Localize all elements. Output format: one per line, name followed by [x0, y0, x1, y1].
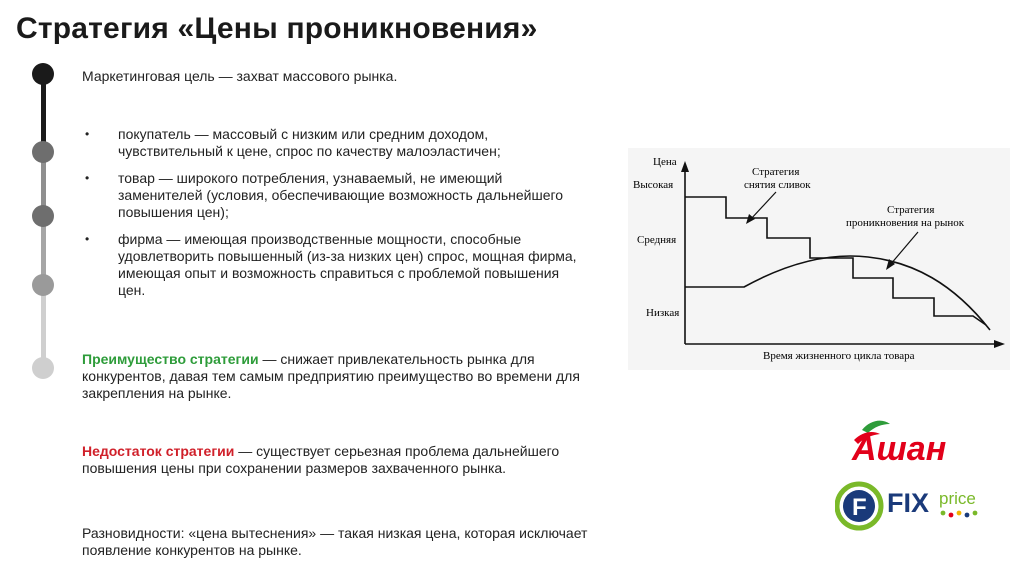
- bullet-marker: •: [85, 232, 90, 246]
- pricing-strategy-diagram: Цена Высокая Средняя Низкая Время жизнен…: [628, 148, 1010, 370]
- fixprice-wordmark: FIX: [887, 488, 929, 518]
- timeline: [30, 60, 56, 390]
- fixprice-dot: [948, 512, 954, 518]
- skimming-label-line1: Стратегия: [752, 166, 799, 178]
- penetration-label-line2: проникновения на рынок: [846, 217, 965, 229]
- disadvantage-heading: Недостаток стратегии: [82, 443, 235, 459]
- bullet-marker: •: [85, 127, 90, 141]
- advantage-text: — снижает привлекательность рынка для ко…: [82, 351, 580, 401]
- auchan-bird-icon: [862, 420, 890, 433]
- fixprice-subtext: price: [939, 489, 976, 508]
- x-axis-arrow-icon: [994, 340, 1005, 348]
- disadvantage-paragraph: Недостаток стратегии — существует серьез…: [82, 443, 612, 477]
- bullet-text: товар — широкого потребления, узнаваемый…: [118, 170, 564, 220]
- bullet-text: покупатель — массовый с низким или средн…: [118, 126, 501, 159]
- marketing-goal: Маркетинговая цель — захват массового ры…: [82, 68, 398, 84]
- bullet-item-firm: • фирма — имеющая производственные мощно…: [82, 231, 582, 299]
- timeline-segment: [41, 214, 46, 276]
- auchan-logo: Ашан: [851, 420, 946, 466]
- slide-title: Стратегия «Цены проникновения»: [16, 12, 538, 45]
- timeline-dot: [32, 274, 54, 296]
- fixprice-dot: [972, 510, 978, 516]
- skimming-price-curve: [685, 196, 987, 326]
- penetration-label-line1: Стратегия: [887, 204, 934, 216]
- bullet-marker: •: [85, 171, 90, 185]
- x-axis-label: Время жизненного цикла товара: [763, 350, 915, 362]
- auchan-bird-icon: [854, 432, 880, 444]
- bullet-list: • покупатель — массовый с низким или сре…: [82, 126, 582, 309]
- penetration-callout-arrow-icon: [886, 259, 895, 270]
- skimming-callout-line: [749, 191, 777, 221]
- advantage-heading: Преимущество стратегии: [82, 351, 259, 367]
- fixprice-dot: [940, 510, 946, 516]
- fixprice-dot: [964, 512, 970, 518]
- y-axis-arrow-icon: [681, 161, 689, 172]
- timeline-segment: [41, 152, 46, 214]
- fixprice-dot: [956, 510, 962, 516]
- timeline-dot: [32, 205, 54, 227]
- timeline-dot: [32, 141, 54, 163]
- penetration-callout-line: [889, 231, 919, 266]
- bullet-text: фирма — имеющая производственные мощност…: [118, 231, 577, 298]
- fixprice-circle-inner: [843, 490, 875, 522]
- y-level-high: Высокая: [633, 179, 673, 191]
- skimming-callout-arrow-icon: [746, 214, 755, 224]
- skimming-label-line2: снятия сливок: [744, 179, 811, 191]
- penetration-price-curve: [685, 255, 991, 331]
- y-level-medium: Средняя: [637, 234, 676, 246]
- varieties-paragraph: Разновидности: «цена вытеснения» — такая…: [82, 525, 588, 558]
- fixprice-logo: F FIX price: [835, 481, 978, 531]
- fixprice-letter: F: [852, 494, 867, 521]
- timeline-dot: [32, 357, 54, 379]
- bullet-item-product: • товар — широкого потребления, узнаваем…: [82, 170, 582, 221]
- y-axis-label: Цена: [653, 156, 677, 168]
- timeline-dot: [32, 63, 54, 85]
- timeline-segment: [41, 72, 46, 152]
- y-level-low: Низкая: [646, 307, 679, 319]
- auchan-wordmark: Ашан: [851, 430, 946, 466]
- advantage-paragraph: Преимущество стратегии — снижает привлек…: [82, 351, 612, 402]
- bullet-item-buyer: • покупатель — массовый с низким или сре…: [82, 126, 582, 160]
- timeline-segment: [41, 276, 46, 372]
- disadvantage-text: — существует серьезная проблема дальнейш…: [82, 443, 560, 476]
